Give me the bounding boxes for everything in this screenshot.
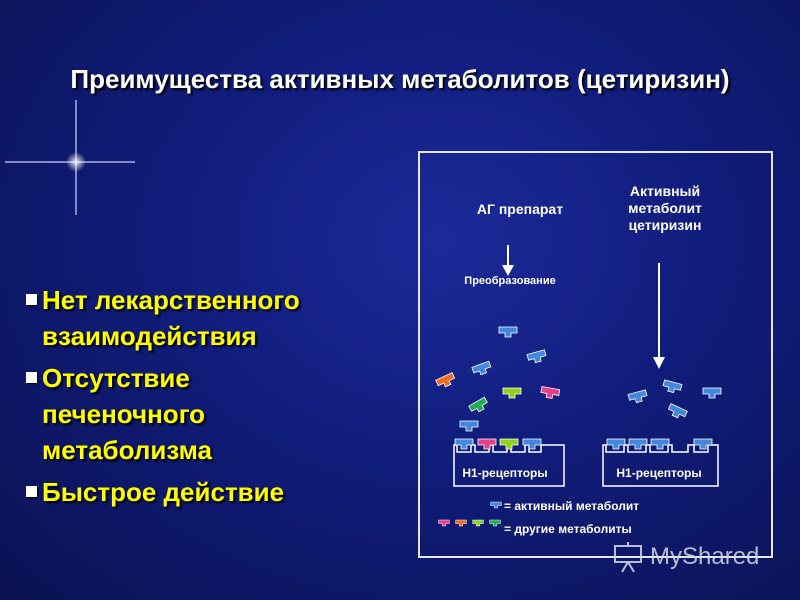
bullet-text: Отсутствие [42,363,190,393]
presentation-icon [614,542,642,573]
receptor-label-right: Н1-рецепторы [616,466,702,480]
legend-other-label: = другие метаболиты [504,522,632,536]
transform-label: Преобразование [464,275,556,287]
other-metabolite-icon [468,396,490,416]
bound-active-metabolite-icon [693,438,713,450]
active-metabolite-icon [702,387,722,399]
active-metabolite-icon [471,360,493,378]
conversion-arrow-icon [502,245,514,276]
active-metabolite-icon [459,420,479,432]
other-metabolite-icon [502,387,522,399]
bound-active-metabolite-icon [606,438,626,450]
other-metabolite-icon [539,386,561,400]
metabolite-heading-line: метаболит [628,200,702,216]
bullet-square-icon [26,486,37,497]
metabolite-arrow-icon [653,263,665,369]
bullet-text: Нет лекарственного [42,285,300,315]
active-metabolite-icon [498,326,518,338]
bullet-item: Быстрое действие [24,474,394,510]
legend-other-swatch-icon [489,519,501,527]
legend-other-swatch-icon [438,519,450,527]
bullet-text: взаимодействия [42,321,257,351]
other-metabolite-icon [435,372,457,390]
metabolite-heading-line: цетиризин [628,217,702,233]
bullet-text: печеночного [42,399,206,429]
metabolite-heading-line: Активный [629,183,701,199]
metabolite-heading: Активный метаболит цетиризин [600,183,730,234]
metabolite-diagram: АГ препарат Активный метаболит цетиризин… [418,151,773,558]
bullet-list: Нет лекарственного взаимодействия Отсутс… [24,282,394,516]
page-title: Преимущества активных метаболитов (цетир… [70,64,730,94]
legend-active-swatch-icon [490,501,502,509]
bullet-item: Отсутствие печеночного метаболизма [24,360,394,468]
legend-other-swatch-icon [455,519,467,527]
bound-other-metabolite-icon [499,438,519,450]
bound-active-metabolite-icon [650,438,670,450]
active-metabolite-icon [661,379,683,395]
legend-other-swatch-icon [472,519,484,527]
watermark-text: MyShared [650,543,760,570]
receptor-label-left: Н1-рецепторы [462,466,548,480]
receptor-box-right [602,444,719,487]
active-metabolite-icon [627,389,649,405]
legend-active-label: = активный метаболит [504,499,640,513]
receptor-box-left [453,444,565,487]
bullet-square-icon [26,294,37,305]
drug-heading: АГ препарат [476,201,564,217]
bullet-item: Нет лекарственного взаимодействия [24,282,394,354]
bullet-text: Быстрое действие [42,477,285,507]
bound-active-metabolite-icon [628,438,648,450]
active-metabolite-icon [526,349,548,365]
diagram-graphics [435,245,722,527]
bullet-square-icon [26,372,37,383]
watermark: MyShared [610,538,790,578]
active-metabolite-icon [666,403,688,421]
bullet-text: метаболизма [42,435,212,465]
